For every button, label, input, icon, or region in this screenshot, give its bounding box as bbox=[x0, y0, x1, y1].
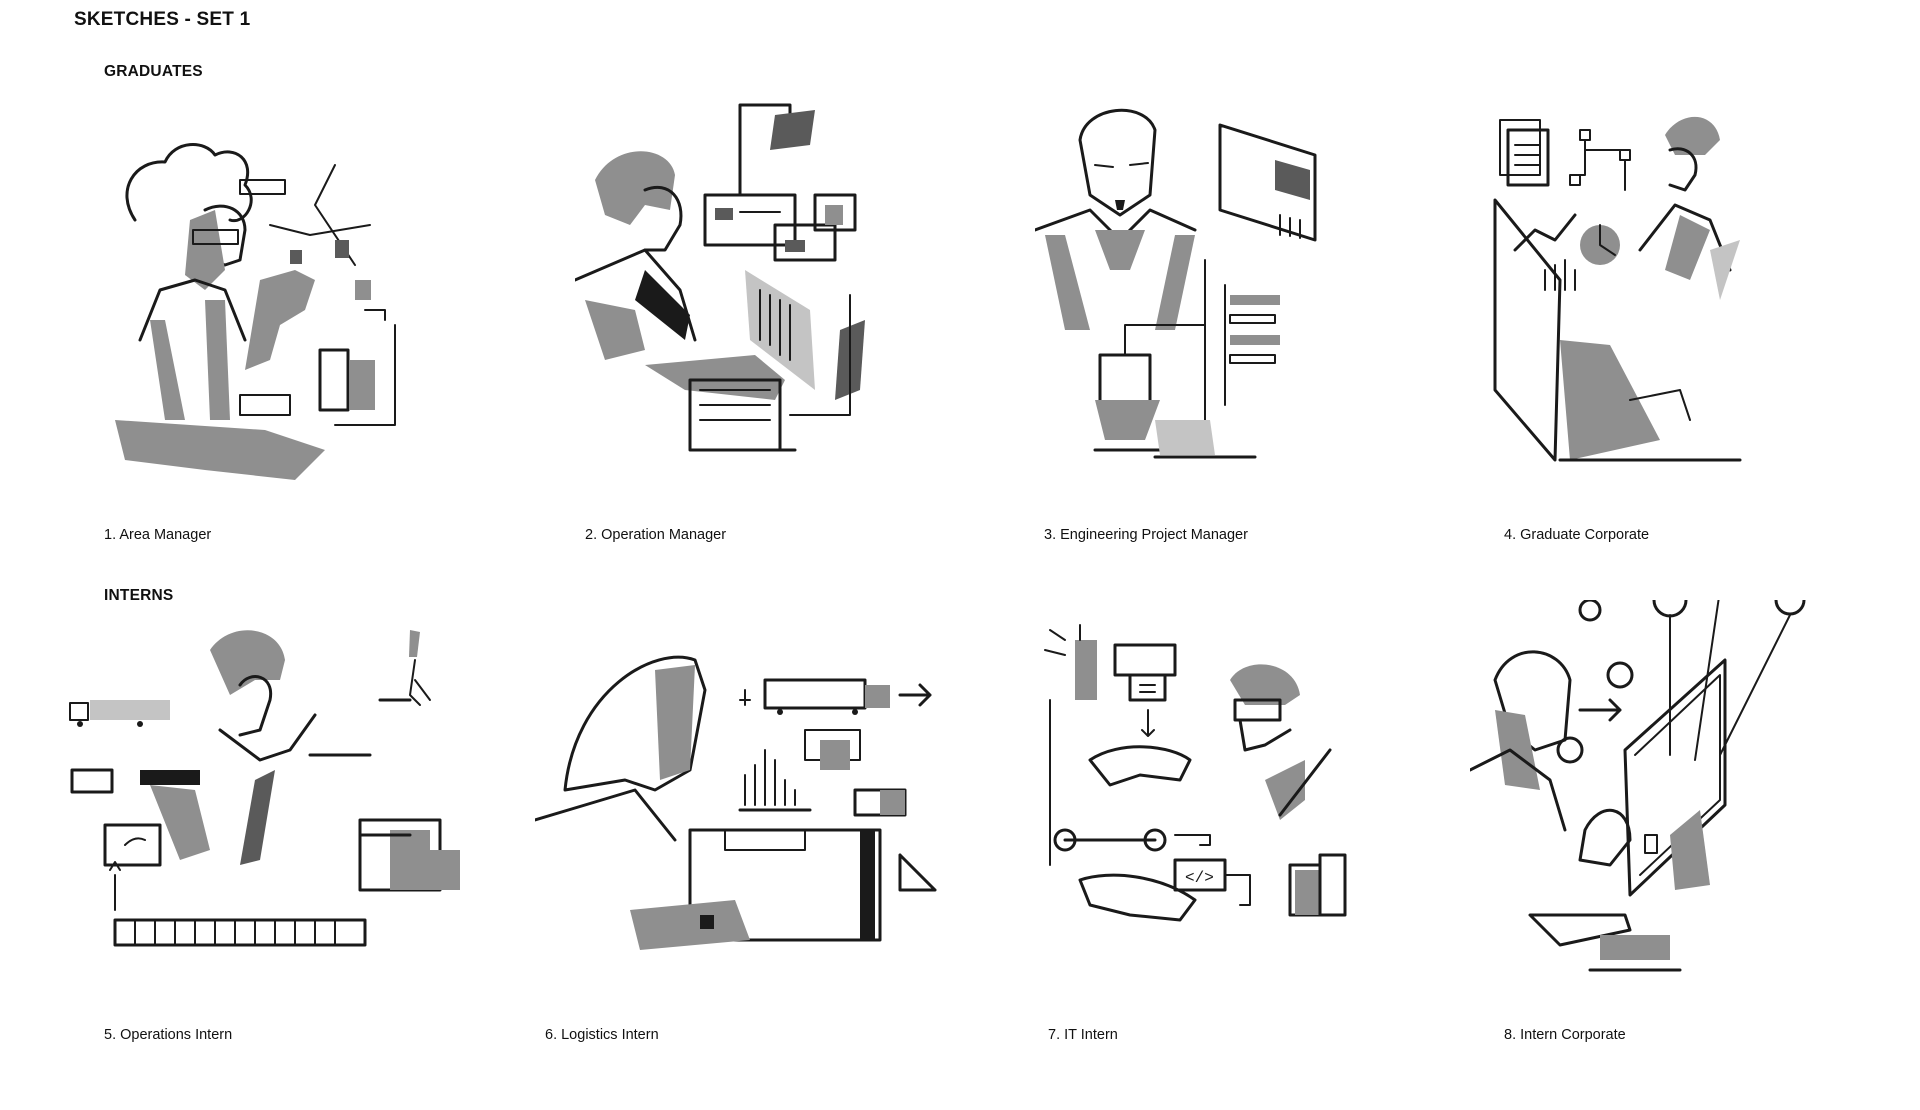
section-heading-interns: INTERNS bbox=[104, 587, 174, 604]
svg-text:</>: </> bbox=[1185, 869, 1214, 887]
sketch-card-operation-manager: 2. Operation Manager bbox=[575, 100, 995, 570]
sketch-card-engineering-project-manager: 3. Engineering Project Manager bbox=[1035, 100, 1455, 570]
sketch-card-operations-intern: 5. Operations Intern bbox=[60, 620, 480, 1090]
sketch-caption: 6. Logistics Intern bbox=[545, 1027, 659, 1043]
sketch-caption: 8. Intern Corporate bbox=[1504, 1027, 1626, 1043]
sketch-card-intern-corporate: 8. Intern Corporate bbox=[1470, 600, 1890, 1070]
sketch-caption: 1. Area Manager bbox=[104, 527, 212, 543]
intern-corporate-illustration bbox=[1470, 600, 1890, 990]
sketch-caption: 2. Operation Manager bbox=[585, 527, 727, 543]
sketch-caption: 3. Engineering Project Manager bbox=[1044, 527, 1248, 543]
logistics-intern-illustration bbox=[535, 640, 955, 1030]
area-manager-illustration bbox=[95, 100, 515, 490]
sketch-caption: 7. IT Intern bbox=[1048, 1027, 1118, 1043]
sketch-card-graduate-corporate: 4. Graduate Corporate bbox=[1480, 100, 1900, 570]
operations-intern-illustration bbox=[60, 620, 480, 1010]
sketch-card-logistics-intern: 6. Logistics Intern bbox=[535, 640, 955, 1110]
section-heading-graduates: GRADUATES bbox=[104, 63, 203, 80]
operation-manager-illustration bbox=[575, 100, 995, 490]
page-title: SKETCHES - SET 1 bbox=[74, 9, 251, 30]
engineering-project-manager-illustration bbox=[1035, 100, 1455, 490]
it-intern-illustration: </> bbox=[1030, 620, 1450, 1010]
graduate-corporate-illustration bbox=[1480, 100, 1900, 490]
sketch-caption: 4. Graduate Corporate bbox=[1504, 527, 1650, 543]
sketch-card-it-intern: </> 7. IT Intern bbox=[1030, 620, 1450, 1090]
sketch-caption: 5. Operations Intern bbox=[104, 1027, 233, 1043]
sketch-card-area-manager: 1. Area Manager bbox=[95, 100, 515, 570]
